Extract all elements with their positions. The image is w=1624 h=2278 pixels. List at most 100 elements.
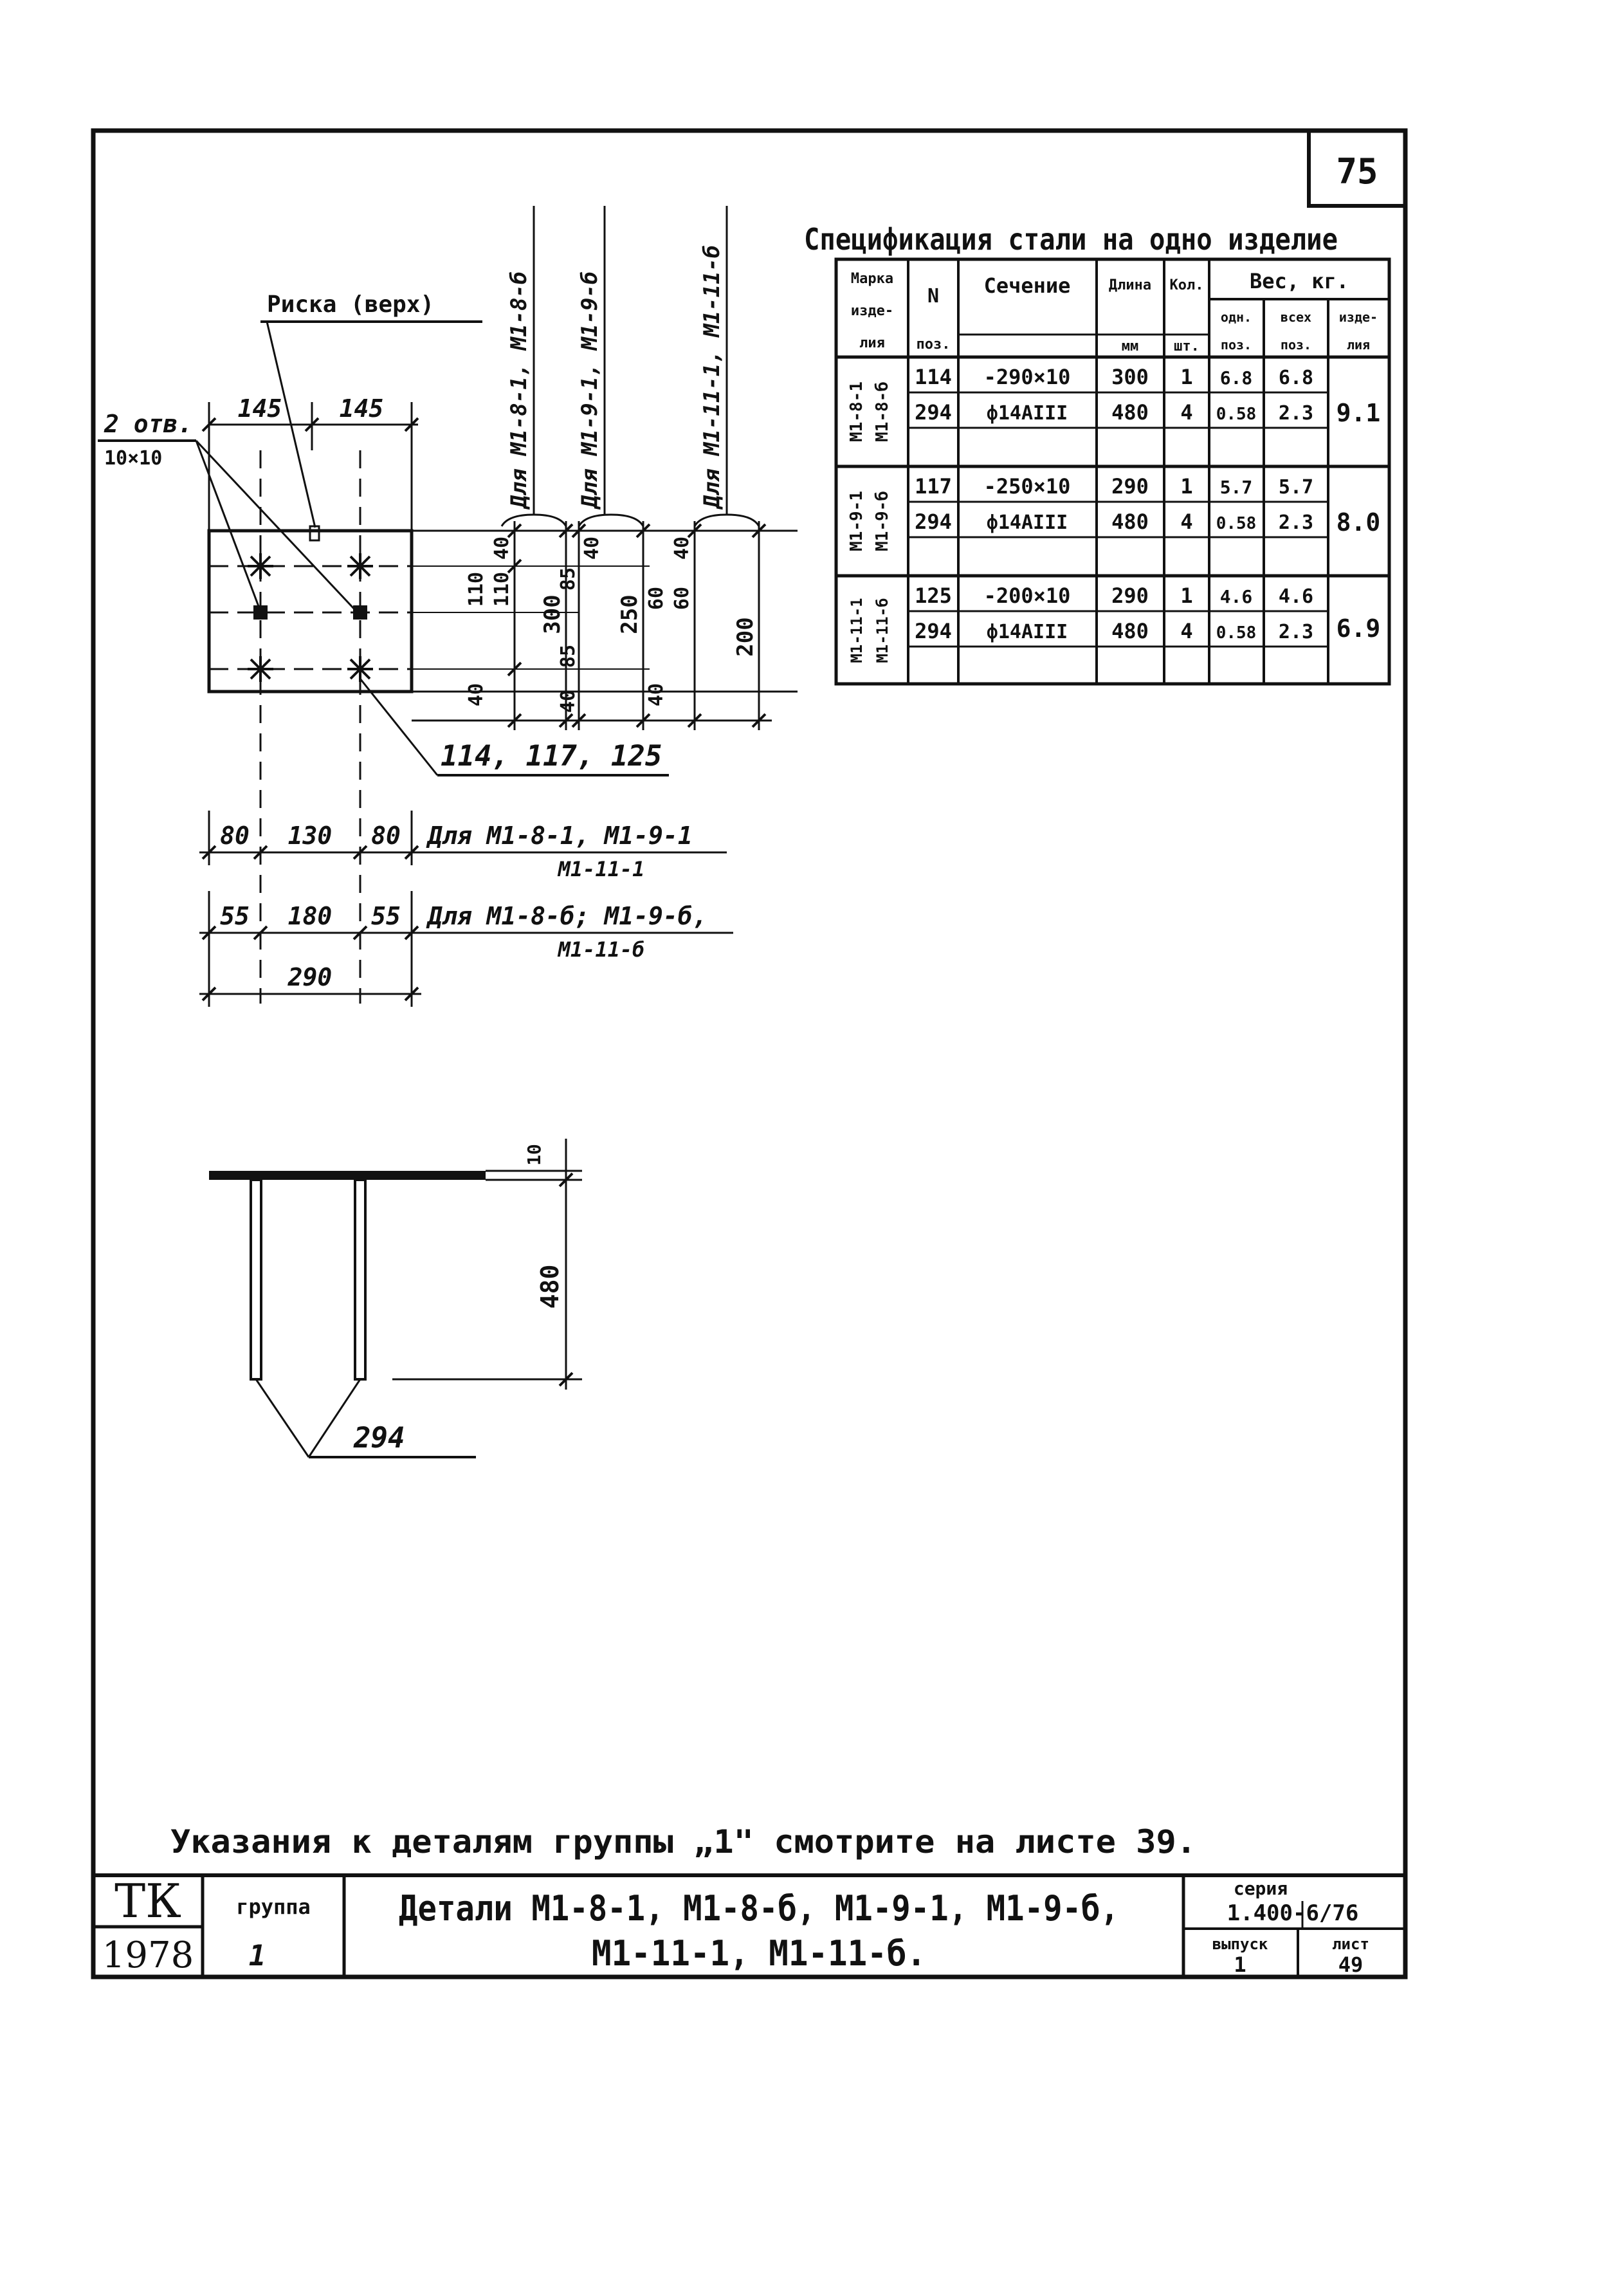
plan-view: Риска (верх) 145 145 2 отв. 10×10 40 110…	[98, 206, 798, 1007]
dim-col2-c: 85	[557, 567, 579, 591]
row1-label-a: Для М1-8-1, М1-9-1	[426, 822, 693, 850]
dim-col2-total: 250	[617, 594, 643, 634]
title-line-1: Детали М1-8-1, М1-8-б, М1-9-1, М1-9-б,	[399, 1888, 1119, 1929]
row1-label-b: М1-11-1	[558, 857, 645, 881]
dim-top-left: 145	[238, 394, 282, 423]
cell-qty: 1	[1180, 474, 1192, 499]
hdr-w-prod-2: лия	[1347, 337, 1370, 353]
table-row: 117 -250×10 290 1 5.7 5.7	[915, 474, 1313, 499]
hdr-mark-3: лия	[859, 335, 885, 351]
cell-qty: 1	[1180, 583, 1192, 608]
group-mark-b: М1-11-б	[873, 598, 891, 663]
row1-dim-b: 130	[288, 822, 333, 850]
title-block: ТК 1978 группа 1 Детали М1-8-1, М1-8-б, …	[93, 1873, 1405, 1977]
anchor-bar	[250, 1179, 262, 1381]
riska-label: Риска (верх)	[267, 291, 434, 318]
hdr-w-one-2: поз.	[1221, 337, 1252, 353]
cell-length: 290	[1111, 583, 1149, 608]
cell-w-all: 6.8	[1279, 367, 1313, 389]
cell-w-one: 0.58	[1216, 514, 1257, 533]
dim-height: 480	[536, 1265, 564, 1309]
cell-length: 290	[1111, 474, 1149, 499]
dim-col1-b: 110	[465, 572, 488, 607]
group-total: 8.0	[1337, 508, 1381, 537]
hdr-mark-1: Марка	[851, 271, 893, 287]
vert-label-3: Для М1-11-1, М1-11-б	[699, 245, 725, 510]
group-mark-a: М1-11-1	[848, 598, 866, 663]
spec-group-3: М1-11-1 М1-11-б 6.9 125 -200×10 290 1 4.…	[848, 583, 1380, 663]
spec-group-2: М1-9-1 М1-9-б 8.0 117 -250×10 290 1 5.7 …	[847, 474, 1380, 551]
dim-top-right: 145	[340, 394, 384, 423]
row2-label-a: Для М1-8-б; М1-9-б,	[426, 902, 707, 930]
cell-length: 480	[1111, 619, 1149, 643]
row1-dim-c: 80	[371, 822, 401, 850]
dim-col1-c: 110	[491, 572, 513, 607]
cell-w-one: 0.58	[1216, 405, 1257, 424]
cell-w-one: 6.8	[1220, 367, 1253, 389]
hdr-pos-1: N	[927, 285, 939, 308]
cell-w-one: 4.6	[1220, 586, 1253, 607]
spec-title: Спецификация стали на одно изделие	[804, 222, 1338, 257]
callout-plate: 114, 117, 125	[441, 740, 662, 773]
cell-qty: 1	[1180, 365, 1192, 389]
dim-col3-a: 40	[671, 537, 693, 560]
table-row: 125 -200×10 290 1 4.6 4.6	[915, 583, 1313, 608]
title-line-2: М1-11-1, М1-11-б.	[592, 1933, 926, 1974]
series-value: 1.400-6/76	[1227, 1900, 1359, 1926]
dim-col3-b: 60	[645, 587, 668, 610]
cell-pos: 294	[915, 510, 952, 534]
cell-qty: 4	[1180, 619, 1192, 643]
series-label: серия	[1234, 1878, 1288, 1899]
cell-section: ф14АIII	[987, 402, 1068, 425]
dim-col3-total: 200	[733, 617, 758, 656]
hdr-qty-unit: шт.	[1174, 338, 1200, 354]
cell-length: 300	[1111, 365, 1149, 389]
holes-label-2: 10×10	[104, 447, 162, 470]
cell-section: -200×10	[984, 583, 1071, 608]
cell-pos: 294	[915, 400, 952, 425]
table-row: 294 ф14АIII 480 4 0.58 2.3	[915, 510, 1313, 534]
issue-label: выпуск	[1212, 1935, 1268, 1953]
hole	[253, 605, 268, 620]
hdr-length-unit: мм	[1122, 338, 1139, 354]
cell-w-all: 2.3	[1279, 621, 1313, 643]
group-value: 1	[249, 1940, 266, 1972]
row1-dim-a: 80	[220, 822, 250, 850]
cell-w-all: 4.6	[1279, 585, 1313, 608]
sheet-label: лист	[1332, 1935, 1369, 1953]
specification-table: Спецификация стали на одно изделие Марка…	[804, 222, 1391, 686]
row2-dim-c: 55	[371, 902, 401, 930]
row2-dim-a: 55	[220, 902, 250, 930]
hdr-w-all-2: поз.	[1281, 337, 1311, 353]
anchor-bar	[354, 1179, 367, 1381]
cell-section: ф14АIII	[987, 621, 1068, 643]
hole	[353, 605, 367, 620]
dim-col2-a: 40	[581, 537, 603, 560]
hdr-section: Сечение	[984, 273, 1071, 298]
elevation-view: 10 480 294	[209, 1139, 582, 1458]
sheet-number: 75	[1336, 151, 1378, 192]
cell-pos: 114	[915, 365, 952, 389]
bar-mark	[347, 553, 373, 579]
dim-width: 290	[287, 963, 333, 991]
row2-label-b: М1-11-б	[558, 937, 645, 962]
hdr-length: Длина	[1109, 277, 1151, 293]
callout-bars: 294	[353, 1422, 405, 1455]
hdr-weight: Вес, кг.	[1250, 269, 1349, 293]
spec-group-1: М1-8-1 М1-8-б 9.1 114 -290×10 300 1 6.8 …	[847, 365, 1380, 442]
hdr-mark-2: изде-	[851, 303, 893, 319]
holes-label-1: 2 отв.	[104, 410, 192, 438]
cell-pos: 125	[915, 583, 952, 608]
group-total: 6.9	[1337, 614, 1381, 643]
issue-value: 1	[1234, 1952, 1246, 1977]
group-total: 9.1	[1337, 399, 1381, 427]
cell-section: -290×10	[984, 365, 1071, 389]
hdr-pos-2: поз.	[917, 336, 951, 353]
dim-col1-total: 300	[540, 594, 565, 634]
sheet-number-box: 75	[1307, 131, 1405, 208]
cell-w-all: 2.3	[1279, 511, 1313, 534]
org-mark: ТК	[114, 1874, 181, 1928]
group-mark-b: М1-8-б	[873, 381, 892, 442]
group-mark-a: М1-8-1	[847, 381, 866, 442]
